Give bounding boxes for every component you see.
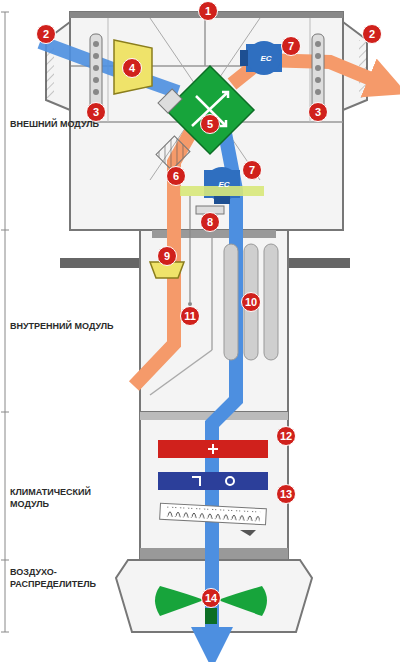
callout-number: 3 [308,102,328,122]
callout-number: 7 [281,36,301,56]
diffuser-fan [155,586,204,616]
cooler-symbol [192,477,200,486]
ec-fan [240,41,282,75]
callout-number: 3 [86,102,106,122]
callout-number: 2 [36,24,56,44]
cooler [158,472,268,490]
callout-number: 7 [242,160,262,180]
callout-number: 8 [200,212,220,232]
fan-marking: EC [260,54,271,63]
callout-number: 13 [276,484,296,504]
supply-air-stream [40,42,178,92]
fan-marking: EC [218,180,229,189]
dimension-line [1,12,9,632]
callout-number: 12 [276,426,296,446]
bag-filter [114,40,152,94]
inner-module [140,230,288,412]
sensor-line [189,196,190,302]
heater [158,440,268,458]
plus-symbol [208,444,218,454]
callout-number: 2 [362,24,382,44]
ceiling-flange [288,258,350,268]
callout-number: 14 [201,588,221,608]
callout-number: 9 [157,246,177,266]
callout-number: 5 [200,114,220,134]
callout-number: 6 [166,166,186,186]
outer-module [70,12,343,230]
silencer [224,244,278,360]
callout-number: 1 [198,1,218,21]
exhaust-air-stream [134,130,192,386]
preheater [156,136,190,170]
callout-number: 11 [180,306,200,326]
module-label: КЛИМАТИЧЕСКИЙ МОДУЛЬ [10,486,118,510]
drop-eliminator [160,503,267,525]
ceiling-flange [60,258,142,268]
callout-number: 4 [122,58,142,78]
module-label: ВНУТРЕННИЙ МОДУЛЬ [10,320,118,332]
callout-number: 10 [241,292,261,312]
bypass-damper [158,89,182,113]
ec-fan [204,167,240,204]
module-label: ВОЗДУХО- РАСПРЕДЕЛИТЕЛЬ [10,566,118,590]
